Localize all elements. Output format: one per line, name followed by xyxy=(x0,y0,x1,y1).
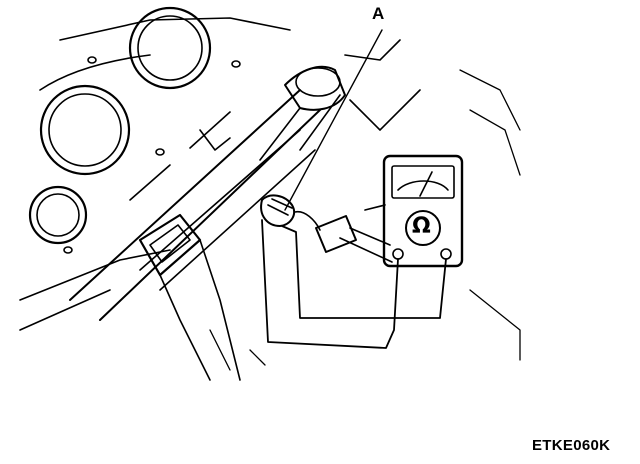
manifold-rail xyxy=(69,89,321,321)
callout-leader xyxy=(284,29,383,211)
test-leads xyxy=(261,219,447,349)
multimeter xyxy=(382,154,464,268)
ohm-symbol-icon: Ω xyxy=(412,214,431,239)
figure-code: ETKE060K xyxy=(532,437,611,454)
connector xyxy=(315,204,393,263)
callout-label-a: A xyxy=(372,4,385,23)
hose xyxy=(259,39,421,161)
engine-block xyxy=(19,6,291,331)
bracket xyxy=(138,213,241,381)
background-lines xyxy=(209,69,521,371)
